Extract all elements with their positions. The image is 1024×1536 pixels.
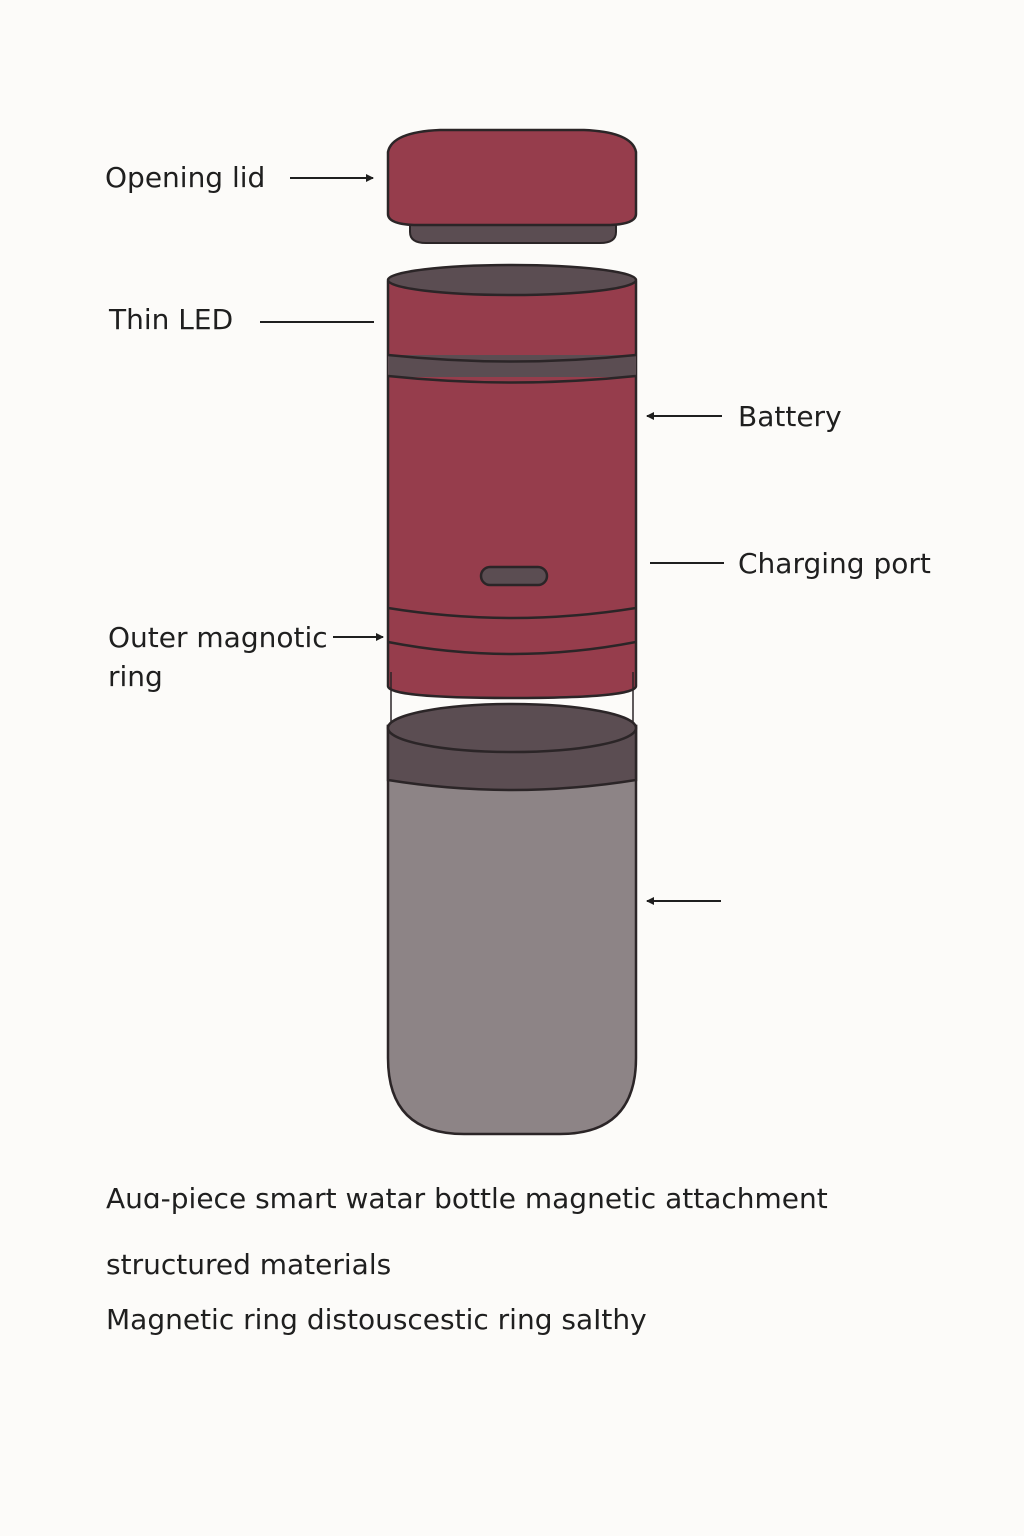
charging-port-label: Charging port: [738, 547, 931, 580]
caption-line-2: structured materials: [106, 1248, 392, 1281]
lid-seal: [409, 221, 617, 244]
lower-body: [386, 702, 638, 1136]
lower-shell: [386, 724, 638, 1136]
outer-magnetic-ring: [387, 606, 637, 620]
caption-line-1: Auɑ-piece smart watar bottle magnetic at…: [106, 1182, 828, 1215]
opening-lid: [386, 128, 638, 244]
battery-label: Battery: [738, 400, 842, 433]
outer-ring-label-line1: Outer magnotic: [108, 621, 328, 654]
lower-opening: [386, 702, 638, 754]
thin-led-label: Thin LED: [109, 303, 234, 336]
upper-opening: [386, 263, 638, 297]
caption-line-3: Magnetic ring distouscestic ring saIthy: [106, 1303, 647, 1336]
upper-body: [386, 263, 638, 700]
opening-lid-label: Opening lid: [105, 161, 266, 194]
lid-cap: [386, 128, 638, 227]
upper-shell: [386, 280, 638, 700]
outer-ring-label-line2: ring: [108, 660, 163, 693]
charging-port-slot: [479, 565, 549, 587]
